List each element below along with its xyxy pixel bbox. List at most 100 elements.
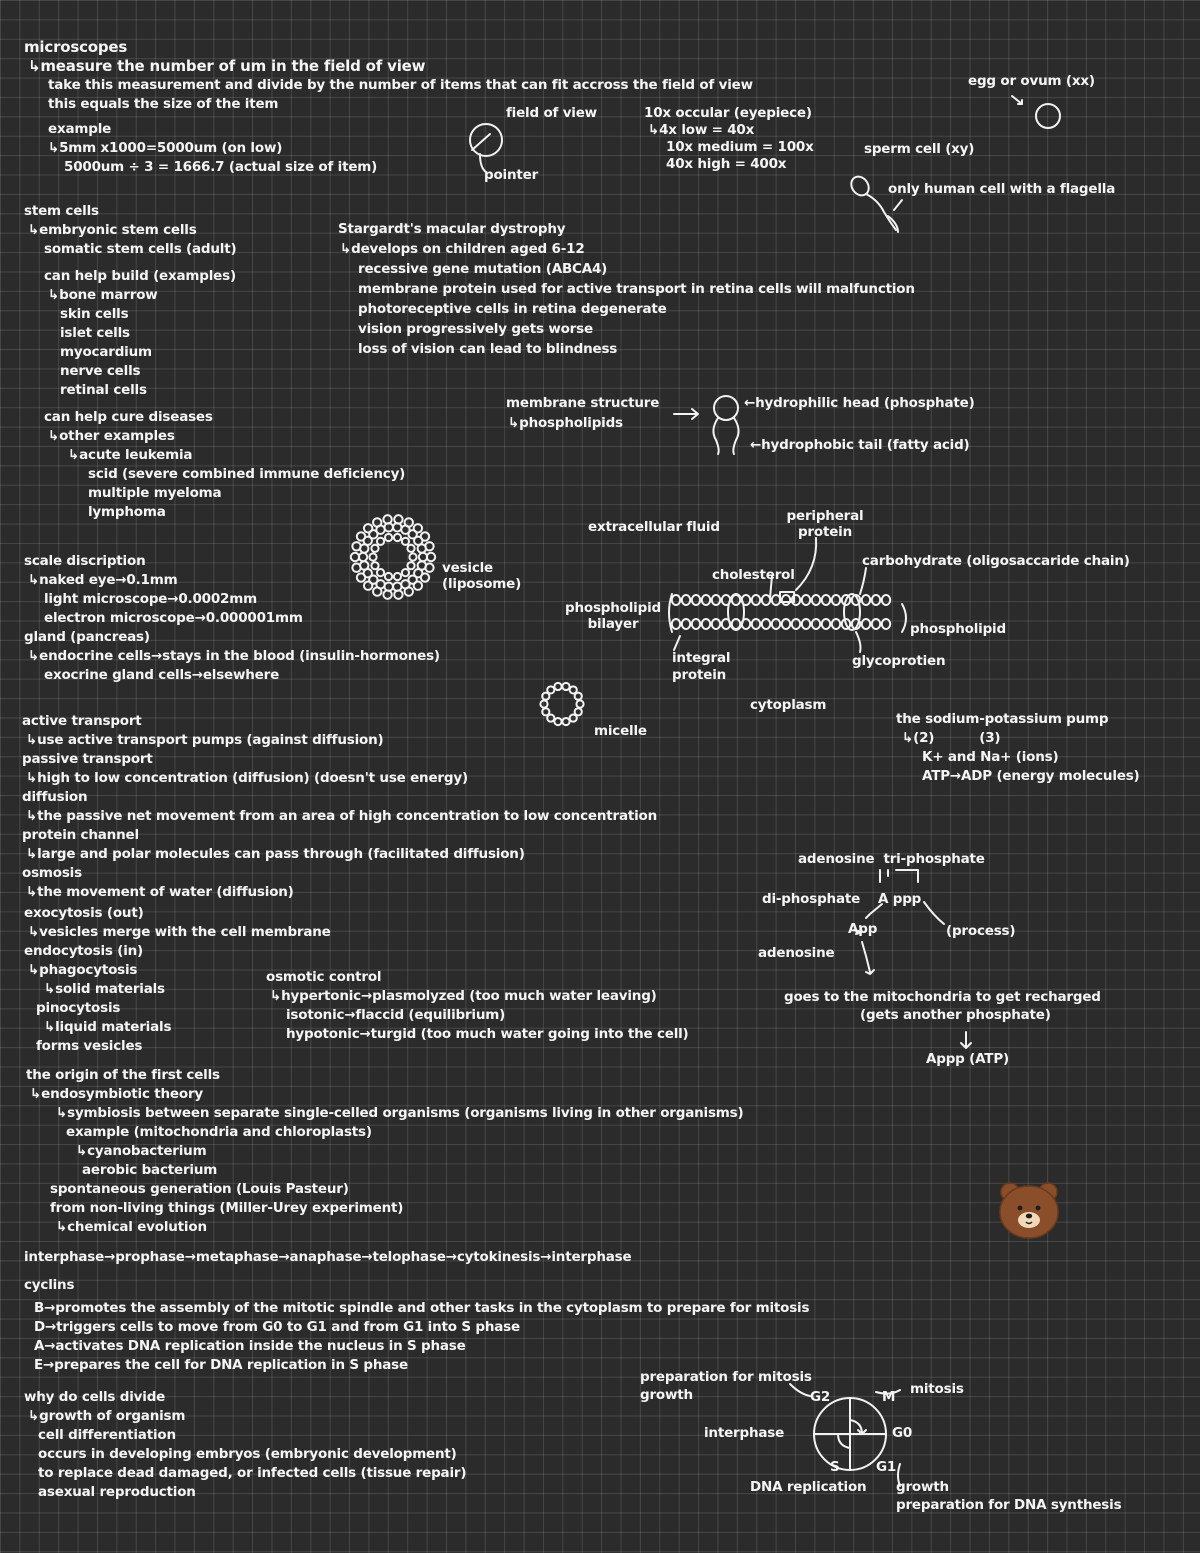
bear-sticker-icon [999, 1182, 1059, 1239]
cell-cycle-icon [789, 1383, 901, 1487]
phospholipid-head [710, 594, 722, 606]
note-line: forms vesicles [36, 1038, 143, 1054]
mitosis-label: mitosis [910, 1381, 964, 1397]
note-line: ↳develops on children aged 6-12 [340, 241, 585, 257]
lipid-head [546, 685, 556, 695]
sperm-note: only human cell with a flagella [888, 181, 1116, 197]
label-pointer [795, 537, 818, 591]
note-line: D→triggers cells to move from G0 to G1 a… [34, 1319, 520, 1335]
ocular-notes: 10x occular (eyepiece) ↳4x low = 40x 10x… [644, 104, 814, 174]
adenosine-label: adenosine [758, 945, 835, 961]
note-line: isotonic→flaccid (equilibrium) [286, 1007, 506, 1023]
goes-mitochondria-label: goes to the mitochondria to get recharge… [784, 989, 1101, 1005]
cytosis-notes: exocytosis (out) ↳vesicles merge with th… [24, 904, 331, 1056]
phospholipid-head [860, 618, 872, 630]
lipid-head [362, 523, 374, 534]
egg-icon [1011, 95, 1061, 129]
lipid-head [568, 713, 578, 723]
note-line: osmotic control [266, 969, 382, 985]
phospholipid-head [880, 594, 892, 606]
cytoplasm-label: cytoplasm [750, 697, 827, 713]
lipid-head [406, 543, 416, 553]
peripheral-protein-label: peripheral protein [786, 508, 864, 540]
lipid-head [416, 543, 427, 554]
label-pointer [855, 631, 862, 653]
hydrophilic-head-text: hydrophilic head (phosphate) [755, 395, 975, 411]
lipid-head [561, 681, 571, 692]
peripheral-protein [779, 591, 795, 603]
lipid-head [546, 713, 556, 723]
phospholipid-label: phospholipid [910, 621, 1006, 637]
hydrophobic-tail-label: ←hydrophobic tail (fatty acid) [750, 437, 970, 453]
appp-atp-label: Appp (ATP) [926, 1051, 1009, 1067]
note-line: loss of vision can lead to blindness [358, 341, 618, 357]
glycoprotein-label: glycoprotien [852, 653, 946, 669]
note-line: cell differentiation [38, 1427, 176, 1443]
phospholipid-head [870, 618, 882, 630]
phospholipid-head [750, 594, 762, 606]
cell-phases-line: interphase→prophase→metaphase→anaphase→t… [24, 1249, 632, 1265]
note-line: membrane protein used for active transpo… [358, 281, 915, 297]
note-line: skin cells [60, 306, 129, 322]
process-label: (process) [946, 923, 1016, 939]
lipid-head [370, 543, 380, 553]
note-line: scale discription [24, 553, 146, 569]
membrane-structure-title: membrane structure [506, 395, 660, 411]
di-phosphate-label: di-phosphate [762, 891, 861, 907]
lipid-head [541, 691, 551, 701]
note-line: ↳naked eye→0.1mm [28, 572, 178, 588]
lipid-head [412, 523, 424, 534]
lipid-head [413, 568, 424, 579]
adenosine-tri-label: adenosine tri-phosphate [798, 851, 985, 867]
why-divide-notes: why do cells divide ↳growth of organism … [24, 1388, 467, 1502]
note-line: electron microscope→0.000001mm [44, 610, 303, 626]
lipid-head [400, 536, 411, 546]
note-line: somatic stem cells (adult) [44, 241, 237, 257]
note-line: retinal cells [60, 382, 147, 398]
note-line: gland (pancreas) [24, 629, 150, 645]
cholesterol-label: cholesterol [712, 567, 795, 583]
note-line: can help cure diseases [44, 409, 213, 425]
growth-label: growth [896, 1479, 949, 1495]
integral-protein [727, 593, 745, 631]
lipid-head [375, 579, 386, 590]
osmotic-notes: osmotic control ↳hypertonic→plasmolyzed … [266, 968, 689, 1044]
note-line: ↳symbiosis between separate single-celle… [56, 1105, 744, 1121]
bilayer-icon [668, 537, 907, 653]
note-line: this equals the size of the item [48, 96, 279, 112]
note-line: stem cells [24, 203, 99, 219]
note-line: can help build (examples) [44, 268, 236, 284]
note-line: ↳high to low concentration (diffusion) (… [26, 770, 468, 786]
egg-label: egg or ovum (xx) [968, 73, 1095, 89]
g0-label: G0 [892, 1425, 913, 1441]
app-label: App [848, 921, 878, 937]
micelle-icon [539, 681, 585, 727]
note-line: active transport [22, 713, 142, 729]
appp-top-label: A ppp [878, 891, 922, 907]
phospholipid-head [830, 618, 842, 630]
lipid-head [573, 691, 583, 701]
note-line: endocytosis (in) [24, 943, 144, 959]
lipid-head [375, 568, 386, 578]
field-of-view-label: field of view [506, 105, 597, 121]
phospholipid-head [690, 618, 702, 630]
pointer-label: pointer [484, 167, 539, 183]
phospholipid-head [670, 594, 682, 606]
note-line: ↳bone marrow [48, 287, 158, 303]
phospholipid-head [670, 618, 682, 630]
note-line: ↳embryonic stem cells [28, 222, 197, 238]
phospholipid-head [810, 618, 822, 630]
note-line: hypotonic→turgid (too much water going i… [286, 1026, 689, 1042]
note-line: ↳growth of organism [28, 1408, 186, 1424]
vesicle-icon [349, 514, 437, 600]
note-line: lymphoma [88, 504, 166, 520]
stem-cells-notes: stem cells ↳embryonic stem cells somatic… [24, 202, 405, 522]
lipid-head [362, 580, 374, 591]
lipid-head [370, 561, 380, 571]
lipid-head [412, 580, 424, 591]
note-line: ↳acute leukemia [68, 447, 193, 463]
note-line: microscopes [24, 38, 128, 56]
g2-label: G2 [810, 1389, 831, 1405]
phospholipid-head [810, 594, 822, 606]
note-line: ↳cyanobacterium [76, 1143, 207, 1159]
